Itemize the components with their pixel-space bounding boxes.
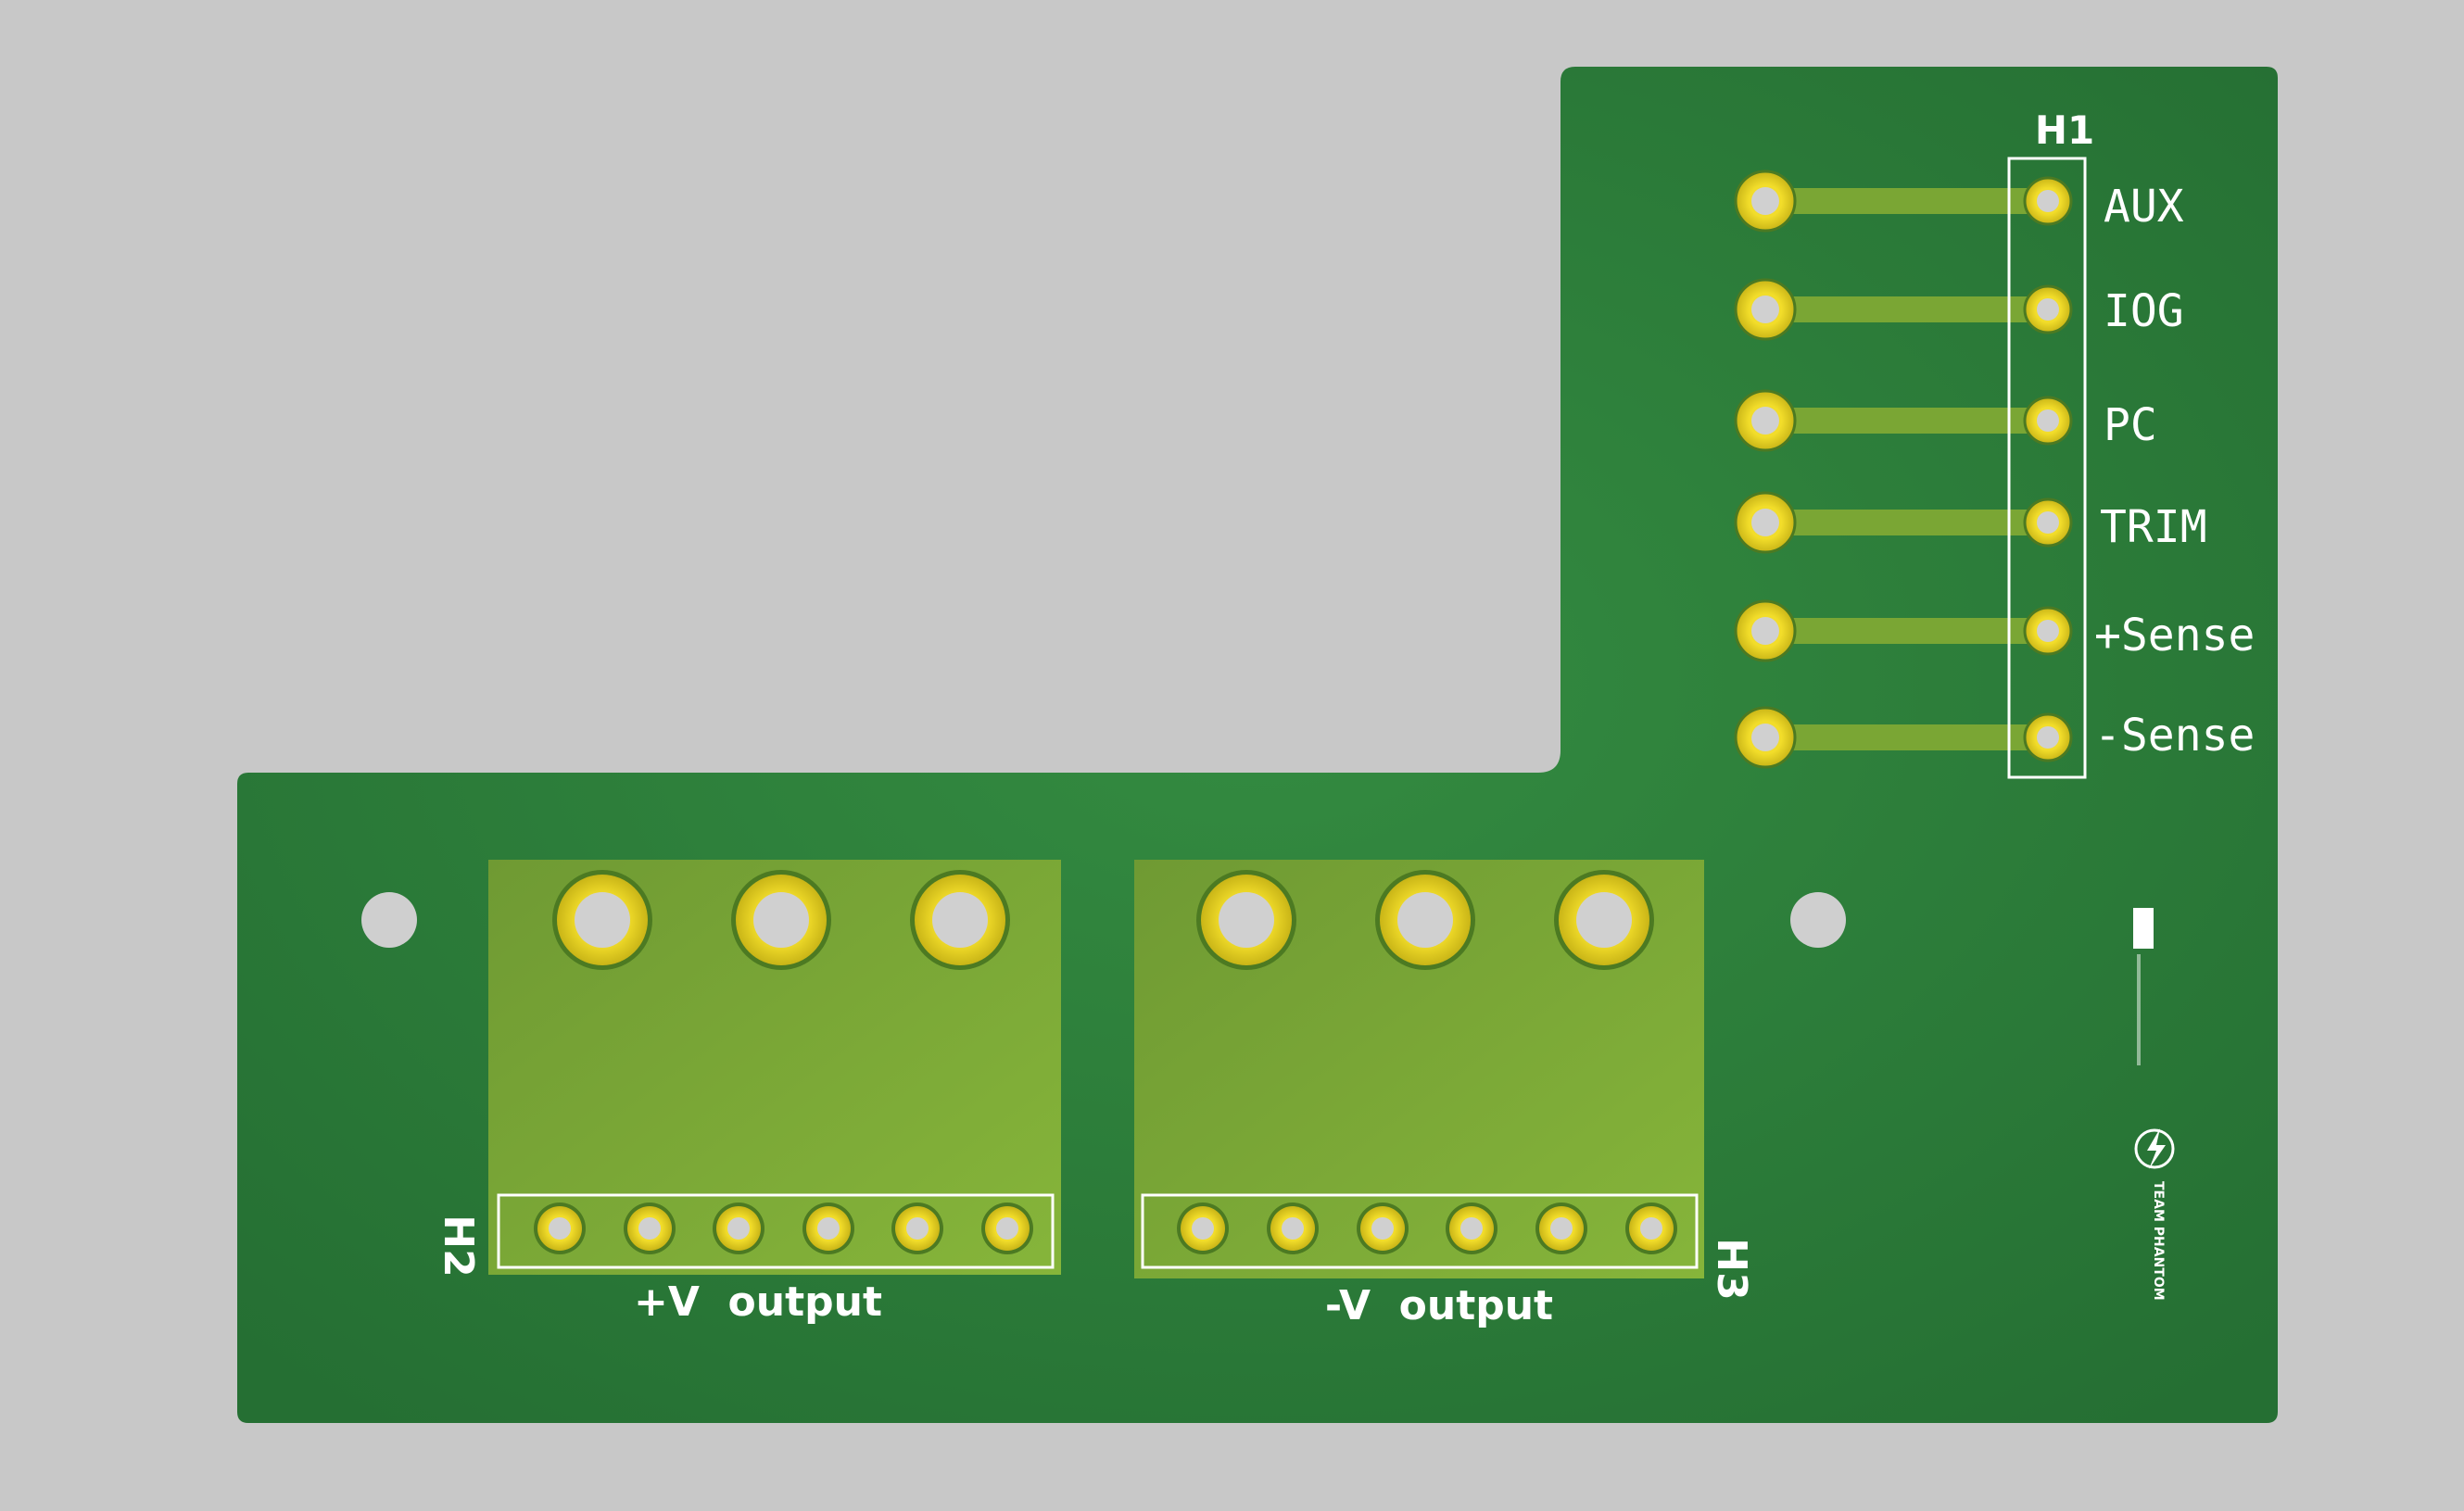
- h3-outline: [1141, 1193, 1699, 1269]
- h1-header-pads: [2023, 176, 2073, 762]
- h3-designator: H3: [1708, 1238, 1755, 1300]
- h3-caption: -V output: [1325, 1282, 1553, 1329]
- h1-label-minus-sense: -Sense: [2094, 710, 2255, 762]
- silk-tiny-text: [2137, 954, 2141, 1065]
- h2-small-pins: [534, 1203, 1033, 1254]
- mounting-hole-left: [361, 892, 417, 948]
- h2-outline: [497, 1193, 1055, 1269]
- mounting-hole-right: [1790, 892, 1846, 948]
- h1-label-aux: AUX: [2104, 181, 2184, 233]
- h1-label-trim: TRIM: [2100, 501, 2207, 553]
- h1-designator: H1: [2035, 107, 2094, 153]
- h1-outline: [2007, 157, 2087, 779]
- h2-designator: H2: [435, 1215, 482, 1277]
- h2-caption: +V output: [634, 1278, 882, 1326]
- h1-label-pc: PC: [2104, 399, 2157, 451]
- team-phantom-logo-text: TEAM PHANTOM: [2151, 1181, 2166, 1301]
- h1-traces: [1765, 188, 2048, 750]
- lightning-bolt-icon: [2134, 1128, 2175, 1169]
- h1-label-plus-sense: +Sense: [2094, 610, 2255, 661]
- silk-marker: [2133, 908, 2154, 949]
- h3-small-pins: [1177, 1203, 1677, 1254]
- h1-label-iog: IOG: [2104, 285, 2184, 337]
- h3-large-pads: [1196, 870, 1654, 970]
- h1-left-pads: [1734, 170, 1797, 769]
- h2-large-pads: [552, 870, 1010, 970]
